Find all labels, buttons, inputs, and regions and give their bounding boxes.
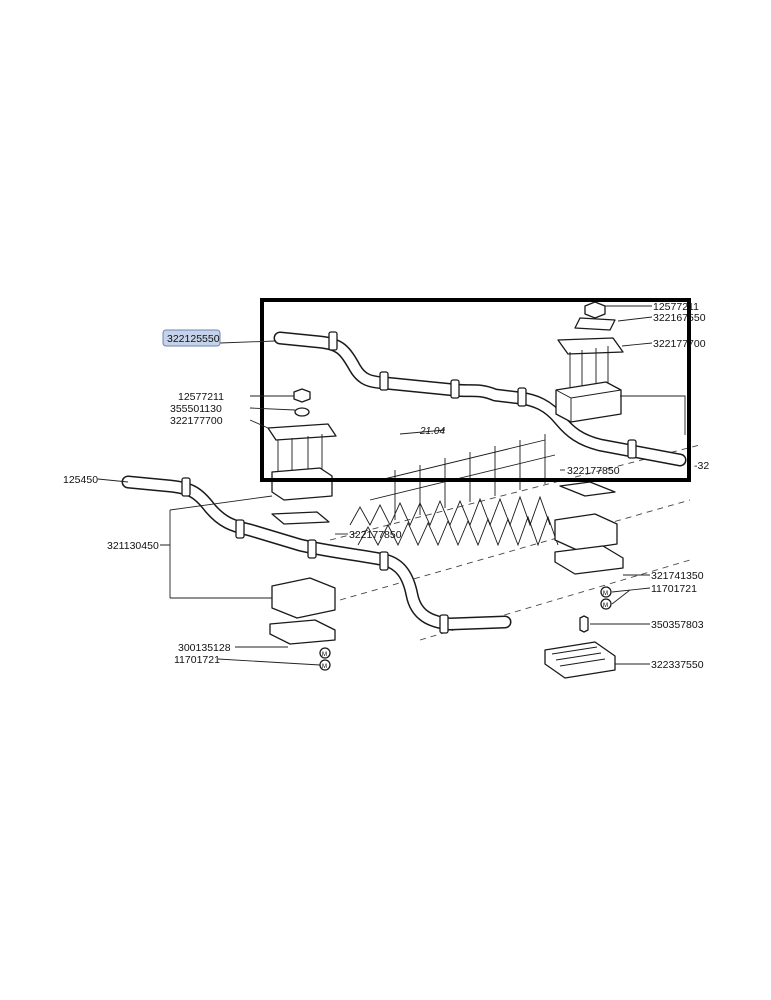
m-marker-icon: M: [603, 591, 608, 597]
label-left-nut[interactable]: 12577211: [178, 391, 224, 403]
leader-lines: [97, 305, 686, 666]
highlight-frame: [260, 298, 691, 482]
label-left-base[interactable]: 300135128: [178, 642, 231, 654]
m-marker-icon: M: [603, 603, 608, 609]
label-reference: 21.04: [419, 426, 445, 437]
label-left-bar[interactable]: 321130450: [107, 540, 159, 552]
label-right-saddle[interactable]: 321741350: [651, 570, 704, 582]
label-top-nut[interactable]: 12577211: [653, 301, 699, 313]
upper-right-mount: [555, 301, 624, 423]
lower-torsion-bar: [121, 475, 512, 634]
label-top-bolts[interactable]: 322177700: [653, 338, 706, 350]
left-mount-assembly: [267, 388, 337, 671]
highlight-label-box: [162, 329, 221, 347]
label-left-washer[interactable]: 355501130: [170, 403, 222, 415]
label-top-plate[interactable]: 322167550: [653, 312, 706, 324]
label-highlight-part[interactable]: 322125550: [167, 333, 220, 345]
label-right-bracket[interactable]: 322177850: [567, 465, 620, 477]
construction-lines: [329, 444, 701, 641]
label-left-bolts[interactable]: 322177700: [170, 415, 223, 427]
label-mid-plate[interactable]: 322177850: [349, 529, 402, 541]
m-marker-icon: M: [322, 652, 327, 658]
label-right-stud[interactable]: 350357803: [651, 619, 704, 631]
label-right-block[interactable]: 322337550: [651, 659, 704, 671]
label-right-edge: -32: [694, 460, 709, 472]
upper-torsion-bar: [273, 331, 687, 467]
chain-assembly: [349, 434, 559, 547]
label-right-m-nut[interactable]: 11701721: [651, 583, 697, 595]
m-marker-icon: M: [322, 664, 327, 670]
label-left-m-nut[interactable]: 11701721: [174, 654, 220, 666]
label-left-end[interactable]: 125450: [63, 474, 98, 486]
right-lower-assembly: [544, 481, 624, 679]
